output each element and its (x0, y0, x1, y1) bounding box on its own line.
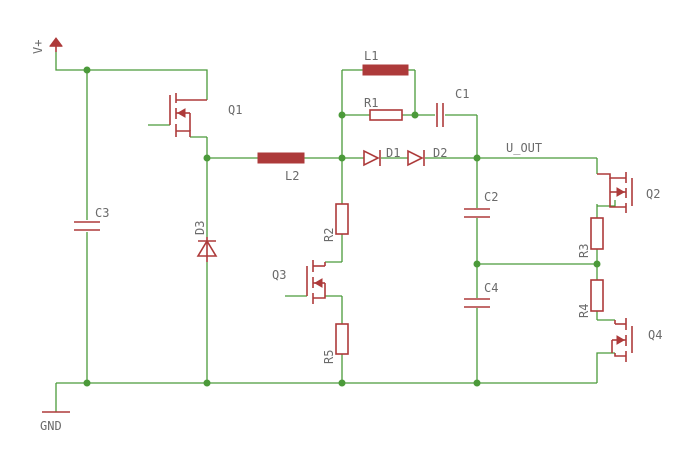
gnd-label: GND (40, 419, 62, 433)
d2-label: D2 (433, 146, 447, 160)
l2-label: L2 (285, 169, 299, 183)
c1-capacitor (436, 103, 444, 127)
c4-capacitor (464, 298, 490, 308)
d1-label: D1 (386, 146, 400, 160)
q4-label: Q4 (648, 328, 662, 342)
r4-resistor (590, 279, 604, 312)
q3-label: Q3 (272, 268, 286, 282)
r3-resistor (590, 217, 604, 250)
c2-capacitor (464, 208, 490, 218)
l1-label: L1 (364, 49, 378, 63)
c2-label: C2 (484, 190, 498, 204)
r5-resistor (335, 323, 349, 355)
q4-mosfet (611, 318, 633, 362)
r1-label: R1 (364, 96, 378, 110)
c3-capacitor (74, 221, 100, 231)
wires (55, 52, 616, 412)
q1-label: Q1 (228, 103, 242, 117)
q3-mosfet (306, 260, 326, 304)
c4-label: C4 (484, 281, 498, 295)
q1-mosfet (169, 93, 207, 137)
l2-inductor (257, 152, 305, 164)
c3-label: C3 (95, 206, 109, 220)
r2-label: R2 (322, 228, 336, 242)
r1-resistor (369, 109, 403, 121)
d3-diode (196, 237, 218, 262)
d3-label: D3 (193, 221, 207, 235)
q2-label: Q2 (646, 187, 660, 201)
r2-resistor (335, 203, 349, 235)
r4-label: R4 (577, 304, 591, 318)
junction-dots (83, 66, 601, 387)
l1-inductor (362, 64, 409, 76)
supply-symbol (49, 37, 63, 52)
r3-label: R3 (577, 244, 591, 258)
vplus-label: V+ (31, 40, 45, 54)
labels: V+ GND U_OUT Q1 L1 R1 C1 L2 D1 D2 C3 D3 … (31, 40, 662, 433)
r5-label: R5 (322, 350, 336, 364)
vout-label: U_OUT (506, 141, 542, 155)
c1-label: C1 (455, 87, 469, 101)
d1-diode (363, 149, 381, 167)
q2-mosfet (597, 172, 633, 213)
d2-diode (407, 149, 425, 167)
